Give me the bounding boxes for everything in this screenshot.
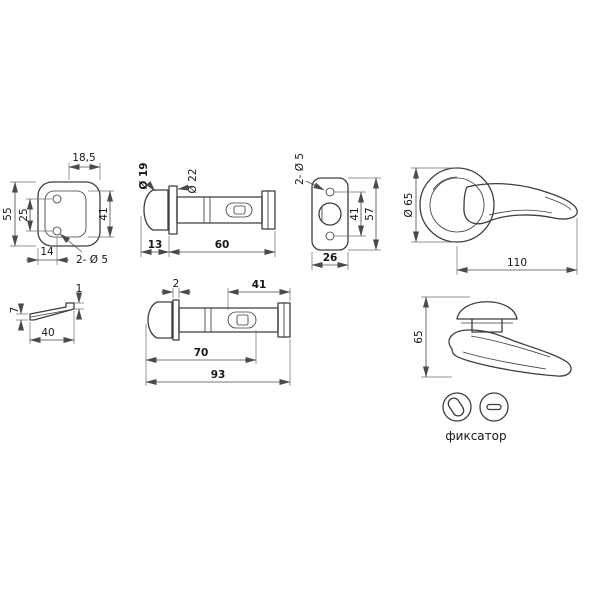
lever-side-detail: [470, 335, 551, 358]
dim-label-14: 14: [40, 246, 54, 258]
faceplate-inner-outline: [44, 190, 87, 238]
screw-hole-top: [325, 187, 335, 197]
spindle-hole: [233, 205, 246, 215]
dim-label-65: 65: [413, 330, 425, 343]
view-latch-plan: 2 41 70 93: [145, 278, 291, 386]
fixator-symbols: фиксатор: [442, 392, 509, 443]
view-handle-front: Ø 65 110: [403, 167, 578, 275]
view-handle-side: 65: [413, 296, 572, 378]
dim-label-110: 110: [507, 257, 527, 269]
spring-plate-edge: [30, 309, 70, 318]
view-faceplate-front: 18,5 55 25 41 14 2- Ø 5: [2, 152, 114, 266]
release-slot: [486, 403, 502, 411]
spindle-slot: [225, 202, 253, 218]
latch-head: [147, 301, 173, 339]
spindle-hole: [236, 314, 249, 326]
dim-label-d19: Ø 19: [138, 162, 150, 189]
dim-label-25: 25: [18, 208, 30, 221]
dim-label-60: 60: [215, 239, 230, 251]
latch-opening: [318, 202, 342, 226]
release-rose: [479, 392, 509, 422]
leader-line: [177, 184, 194, 191]
latch-end-block: [261, 190, 276, 230]
dim-label-d65: Ø 65: [403, 193, 415, 218]
lever-outline: [463, 183, 578, 225]
view-latch-side: Ø 19 Ø 22 13 60: [138, 162, 276, 257]
screw-hole-bottom: [52, 226, 62, 236]
leader-line: [305, 180, 325, 191]
dim-label-d22: Ø 22: [187, 169, 199, 194]
latch-body: [176, 196, 263, 224]
dim-label-70: 70: [194, 347, 209, 359]
dim-label-7: 7: [9, 307, 21, 314]
rose-shading-arc: [432, 176, 458, 191]
latch-head: [143, 189, 169, 231]
screw-hole-top: [52, 194, 62, 204]
dim-label-93: 93: [211, 369, 226, 381]
dim-label-41: 41: [349, 207, 361, 220]
dim-label-41: 41: [252, 279, 267, 291]
faceplate-outline: [37, 181, 101, 247]
dim-label-2: 2: [173, 278, 180, 290]
dim-label-holes: 2- Ø 5: [294, 153, 306, 185]
lever-detail-line: [488, 209, 553, 216]
view-strike-plate: 2- Ø 5 41 57 26: [294, 153, 381, 270]
spindle-slot: [227, 311, 257, 329]
lever-side-detail: [462, 351, 547, 370]
dim-label-55: 55: [2, 207, 14, 220]
leader-line: [145, 181, 156, 192]
screw-hole-bottom: [325, 231, 335, 241]
lever-side-outline: [448, 329, 572, 377]
latch-collar: [168, 185, 178, 235]
latch-body: [178, 307, 279, 333]
rose-dome: [456, 301, 518, 320]
dim-label-1: 1: [76, 283, 83, 295]
dim-label-holes: 2- Ø 5: [76, 254, 108, 266]
dim-label-13: 13: [148, 239, 163, 251]
rose-outer: [419, 167, 495, 243]
strike-plate-outline: [311, 177, 349, 251]
dim-label-40: 40: [41, 327, 54, 339]
view-spring-plate: 1 7 40: [9, 283, 84, 344]
dim-label-57: 57: [364, 207, 376, 220]
fixator-caption: фиксатор: [445, 429, 506, 443]
latch-collar: [172, 299, 180, 341]
dim-label-41: 41: [98, 207, 110, 220]
thumbturn-knob: [447, 397, 465, 417]
lever-detail-line: [544, 196, 572, 211]
thumbturn-rose: [442, 392, 472, 422]
dim-label-26: 26: [323, 252, 338, 264]
dim-label-18-5: 18,5: [72, 152, 95, 164]
spring-plate-outline: [29, 302, 75, 321]
leader-line: [59, 233, 83, 253]
rose-inner: [429, 177, 485, 233]
